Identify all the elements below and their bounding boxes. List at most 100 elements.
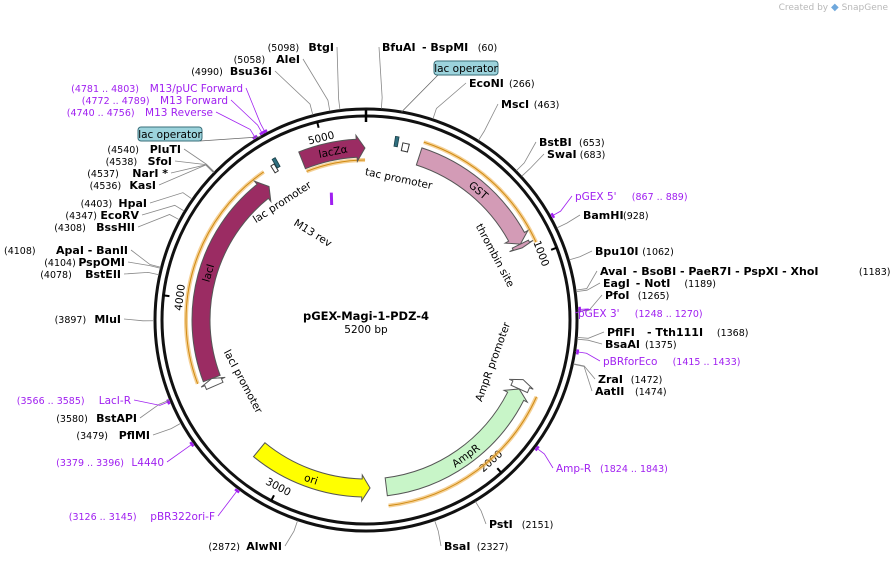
operator-leader: [199, 136, 262, 142]
enzyme-eagi-isoschizomers: - NotI: [636, 277, 671, 290]
enzyme-pflmi: PflMI: [119, 429, 150, 442]
site-leader: [535, 446, 554, 469]
leader-lines: [123, 46, 605, 547]
site-leader: [284, 520, 298, 547]
enzyme-bamhi: BamHI: [583, 209, 624, 222]
enzyme-eagi-position: (1189): [684, 279, 716, 290]
enzyme-kasi-position: (4536): [90, 181, 122, 192]
site-leader: [574, 308, 589, 314]
operator-box: [271, 157, 281, 169]
enzyme-alwni: AlwNI: [246, 540, 282, 553]
enzyme-pflfi-position: (1368): [717, 328, 749, 339]
enzyme-aatii-position: (1474): [635, 387, 667, 398]
plasmid-name: pGEX-Magi-1-PDZ-4: [303, 309, 429, 323]
enzyme-bsai: BsaI: [444, 540, 470, 553]
enzyme-bsaai-position: (1375): [645, 340, 677, 351]
site-leader: [139, 399, 170, 419]
orf-guide-line: [306, 159, 366, 172]
operator-leader: [401, 74, 439, 113]
site-leader: [575, 351, 601, 362]
feature-laci: [191, 180, 272, 383]
enzyme-zrai: ZraI: [598, 373, 623, 386]
snapgene-name: SnapGene: [841, 3, 888, 13]
enzyme-econi-position: (266): [509, 79, 535, 90]
tick-mark: [270, 494, 275, 502]
enzyme-bfuai-isoschizomers: - BspMI: [422, 41, 468, 54]
site-leader: [245, 87, 267, 134]
feature-lacz: [298, 133, 366, 170]
primer-l4440-range: (3379 .. 3396): [56, 458, 124, 469]
enzyme-bsaai: BsaAI: [605, 338, 640, 351]
enzyme-bsshii-position: (4308): [54, 223, 86, 234]
primer-m13-forward-range: (4772 .. 4789): [82, 96, 150, 107]
site-leader: [183, 148, 215, 173]
site-leader: [475, 501, 487, 525]
enzyme-eagi: EagI: [603, 277, 630, 290]
feature-laci-label: lacI: [200, 263, 217, 284]
primer-m13-reverse-range: (4740 .. 4756): [67, 108, 135, 119]
enzyme-sfoi: SfoI: [148, 155, 172, 168]
enzyme-psti-position: (2151): [522, 520, 554, 531]
enzyme-bstbi: BstBI: [539, 136, 572, 149]
primer-pbrforeco: pBRforEco: [603, 356, 657, 368]
primer-laci-r: LacI-R: [99, 395, 131, 407]
enzyme-mlui: MluI: [94, 313, 121, 326]
primer-pgex-5-range: (867 .. 889): [632, 192, 688, 203]
tick-mark: [163, 294, 170, 298]
enzyme-apai-banii-position: (4108): [4, 246, 36, 257]
primer-l4440: L4440: [131, 457, 164, 469]
site-leader: [432, 82, 467, 119]
site-leader: [141, 204, 185, 216]
feature-ampr: [384, 388, 529, 497]
site-leader: [302, 58, 331, 112]
enzyme-aatii: AatII: [595, 385, 624, 398]
enzyme-bfuai-position: (60): [478, 43, 498, 54]
enzyme-bstapi: BstAPI: [96, 412, 137, 425]
enzyme-pspomi-position: (4104): [44, 258, 76, 269]
primer-amp-r: Amp-R: [556, 463, 591, 475]
site-leader: [123, 318, 155, 322]
enzyme-kasi: KasI: [129, 179, 156, 192]
enzyme-bsai-position: (2327): [477, 542, 509, 553]
site-leader: [378, 46, 383, 109]
enzyme-msci: MscI: [501, 98, 529, 111]
site-leader: [573, 363, 593, 392]
tick-mark: [496, 467, 503, 474]
feature-laci-promoter: [200, 376, 226, 391]
primer-pbr322ori-f: pBR322ori-F: [150, 511, 215, 523]
enzyme-psti: PstI: [489, 518, 513, 531]
feature-m13-rev-label: M13 rev: [291, 217, 333, 250]
tick-mark: [316, 121, 320, 128]
enzyme-btgi-position: (5098): [268, 43, 300, 54]
enzyme-pflmi-position: (3479): [76, 431, 108, 442]
enzyme-pfoi-position: (1265): [638, 291, 670, 302]
feature-gst: [415, 147, 530, 245]
site-leader: [130, 249, 161, 268]
feature-lac-promoter: [270, 163, 279, 174]
feature-tac-promoter-label: tac promoter: [364, 166, 434, 192]
site-leader: [127, 261, 161, 269]
enzyme-bsu36i: Bsu36I: [230, 65, 272, 78]
snapgene-logo-icon: ◆: [831, 2, 839, 13]
enzyme-mlui-position: (3897): [55, 315, 87, 326]
primer-m13-forward: M13 Forward: [160, 95, 228, 107]
plasmid-length: 5200 bp: [344, 324, 388, 336]
site-leader: [230, 99, 264, 135]
site-leader: [577, 331, 605, 339]
enzyme-bstbi-position: (653): [579, 138, 605, 149]
feature-ampr-promoter: [509, 378, 534, 394]
orf-guide-line: [185, 171, 265, 385]
site-leader: [274, 70, 314, 115]
primer-pbr322ori-f-range: (3126 .. 3145): [69, 512, 137, 523]
enzyme-avai-position: (1183): [859, 267, 891, 278]
enzyme-bamhi-position: (928): [623, 211, 649, 222]
enzyme-pflfi: PflFI: [607, 326, 635, 339]
operator-callout-box: [433, 60, 499, 76]
site-leader: [123, 272, 159, 276]
enzyme-pflfi-isoschizomers: - Tth111I: [647, 326, 703, 339]
created-by-text: Created by: [778, 3, 829, 13]
feature-tac-promoter: [400, 142, 410, 153]
enzyme-bstapi-position: (3580): [56, 414, 88, 425]
enzyme-msci-position: (463): [534, 100, 560, 111]
